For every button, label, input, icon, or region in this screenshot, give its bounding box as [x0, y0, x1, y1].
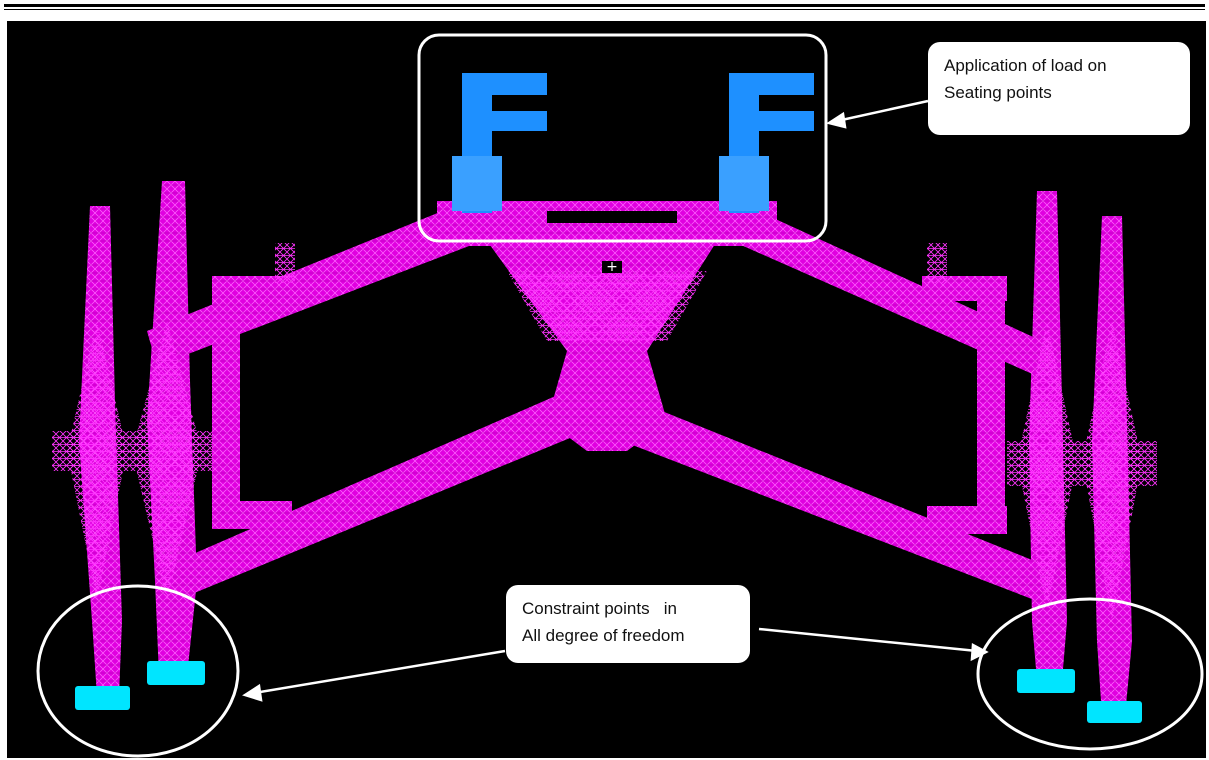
- load-markers: [452, 73, 814, 213]
- constraint-callout: Constraint points in All degree of freed…: [506, 585, 750, 663]
- constraint-marker: [1087, 701, 1142, 723]
- load-callout: Application of load on Seating points: [928, 42, 1190, 135]
- left-uprights: [52, 181, 212, 696]
- top-rule-thin: [4, 9, 1205, 10]
- top-rule: [4, 4, 1205, 7]
- right-constraint-outline: [976, 597, 1204, 751]
- left-constraint-outline: [36, 584, 240, 758]
- lower-arms: [177, 391, 1047, 601]
- load-region-outline: [417, 33, 828, 243]
- load-callout-line1: Application of load on: [944, 56, 1107, 75]
- arrow-head-icon: [242, 683, 263, 702]
- load-callout-line2: Seating points: [944, 83, 1052, 102]
- arrow-head-icon: [970, 642, 989, 662]
- fea-viewport: +: [7, 21, 1206, 758]
- force-icon-right: [719, 73, 814, 213]
- annotation-arrows: [242, 99, 989, 702]
- constraint-callout-line1: Constraint points in: [522, 599, 677, 618]
- constraint-callout-line2: All degree of freedom: [522, 626, 685, 645]
- arrow-head-icon: [825, 111, 847, 129]
- side-frames: [212, 243, 1007, 534]
- right-constraint-arrow: [758, 627, 978, 653]
- plus-icon: +: [606, 259, 618, 275]
- highlight-outlines: [36, 33, 1204, 758]
- constraint-markers: [75, 661, 1142, 723]
- fea-model: +: [36, 33, 1204, 758]
- central-x-frame: +: [487, 241, 717, 451]
- constraint-marker: [147, 661, 205, 685]
- left-constraint-arrow: [253, 649, 506, 695]
- constraint-marker: [1017, 669, 1075, 693]
- right-uprights: [1007, 191, 1157, 716]
- constraint-marker: [75, 686, 130, 710]
- load-arrow: [836, 99, 929, 123]
- force-icon-left: [452, 73, 547, 213]
